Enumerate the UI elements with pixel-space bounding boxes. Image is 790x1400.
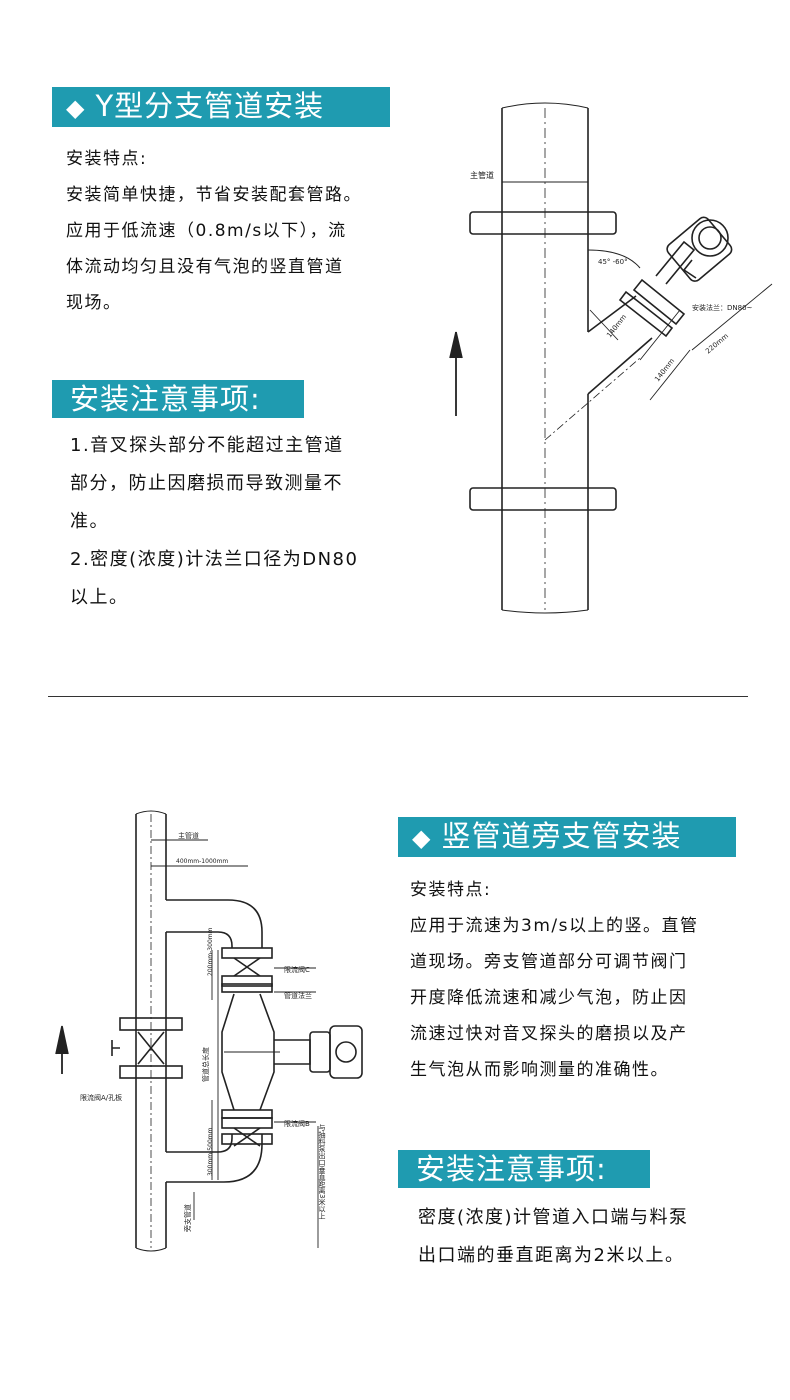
section1-notes: 1.音叉探头部分不能超过主管道 部分，防止因磨损而导致测量不 准。 2.密度(浓… — [70, 427, 430, 617]
feature-title: 安装特点: — [66, 149, 148, 169]
feature-line: 现场。 — [66, 293, 122, 313]
diamond-icon: ◆ — [412, 824, 432, 852]
valve-b-label: 限流阀B — [284, 1119, 310, 1128]
pump-note: 与抽料泵出口垂直距离3米以上 — [318, 1124, 326, 1220]
note-line: 密度(浓度)计管道入口端与料泵 — [418, 1207, 689, 1228]
distance-label: 400mm-1000mm — [176, 858, 228, 865]
flange-label-2: 管道法兰 — [284, 991, 312, 1000]
lower-dim: 300mm-500mm — [207, 1127, 214, 1176]
section2-header-text: 竖管道旁支管安装 — [441, 819, 682, 853]
note-line: 部分，防止因磨损而导致测量不 — [70, 473, 343, 494]
flange-label: 安装法兰：DN80~ — [692, 303, 753, 312]
section2-notes: 密度(浓度)计管道入口端与料泵 出口端的垂直距离为2米以上。 — [418, 1199, 778, 1275]
feature-line: 安装简单快捷，节省安装配套管路。 — [66, 185, 362, 205]
section-divider — [48, 696, 748, 697]
feature-line: 开度降低流速和减少气泡，防止因 — [410, 988, 688, 1008]
feature-line: 生气泡从而影响测量的准确性。 — [410, 1060, 669, 1080]
section1-header: ◆ Y型分支管道安装 — [52, 87, 390, 127]
valve-a-label: 限流阀A/孔板 — [80, 1093, 122, 1102]
notes-header-text: 安装注意事项: — [416, 1152, 607, 1186]
angle-label: 45° -60° — [598, 258, 628, 266]
dim-c: 220mm — [704, 332, 730, 356]
notes-header-text: 安装注意事项: — [70, 382, 261, 416]
feature-line: 道现场。旁支管道部分可调节阀门 — [410, 952, 688, 972]
note-line: 1.音叉探头部分不能超过主管道 — [70, 435, 344, 456]
section1-header-text: Y型分支管道安装 — [95, 89, 325, 123]
section2-features: 安装特点: 应用于流速为3m/s以上的竖。直管 道现场。旁支管道部分可调节阀门 … — [410, 872, 770, 1088]
note-line: 2.密度(浓度)计法兰口径为DN80 — [70, 549, 359, 570]
main-pipe-label-2: 主管道 — [178, 831, 199, 840]
upper-dim: 200mm-300mm — [207, 927, 214, 976]
y-branch-diagram: 主管道 45° -60° 安装法兰：DN80~ 140mm 140mm 220m… — [449, 102, 773, 614]
note-line: 出口端的垂直距离为2米以上。 — [418, 1245, 685, 1266]
feature-title: 安装特点: — [410, 880, 492, 900]
total-length: 管道总长度 — [201, 1047, 210, 1082]
feature-line: 流速过快对音叉探头的磨损以及产 — [410, 1024, 688, 1044]
main-pipe-label: 主管道 — [470, 170, 494, 180]
feature-line: 应用于流速为3m/s以上的竖。直管 — [410, 916, 699, 936]
dim-b: 140mm — [653, 357, 676, 383]
section1-features: 安装特点: 安装简单快捷，节省安装配套管路。 应用于低流速（0.8m/s以下），… — [66, 141, 426, 321]
diamond-icon: ◆ — [66, 94, 86, 122]
bypass-label: 旁支管道 — [183, 1204, 192, 1232]
feature-line: 应用于低流速（0.8m/s以下），流 — [66, 221, 347, 241]
feature-line: 体流动均匀且没有气泡的竖直管道 — [66, 257, 344, 277]
section2-header: ◆ 竖管道旁支管安装 — [398, 817, 736, 857]
note-line: 以上。 — [70, 587, 129, 608]
note-line: 准。 — [70, 511, 109, 532]
section1-notes-header: 安装注意事项: — [52, 380, 304, 418]
bypass-diagram: 主管道 400mm-1000mm 200mm-300mm 限流阀C 管道法兰 管… — [55, 810, 363, 1252]
valve-c-label: 限流阀C — [284, 965, 310, 974]
section2-notes-header: 安装注意事项: — [398, 1150, 650, 1188]
